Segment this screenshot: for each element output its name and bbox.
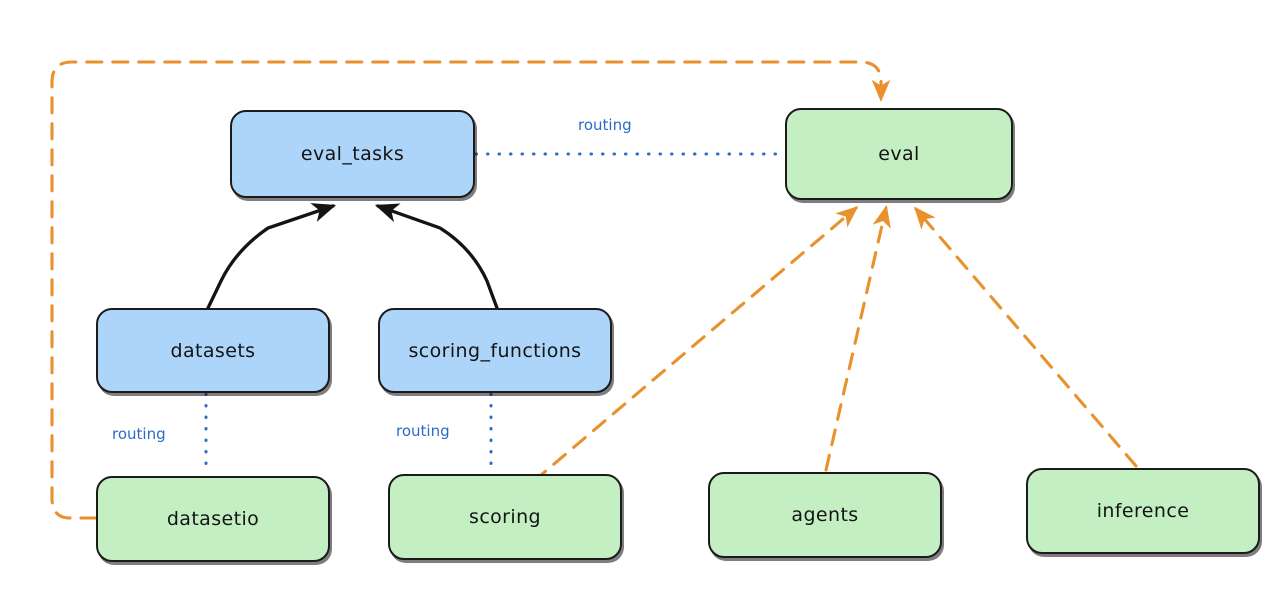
- edge-scoring_functions-eval_tasks: [374, 203, 499, 310]
- edge-label-routing-top: routing: [578, 116, 632, 134]
- node-label-scoring-functions: scoring_functions: [408, 339, 582, 362]
- edge-label-routing-middle: routing: [396, 422, 450, 440]
- edge-inference-eval: [913, 206, 1138, 468]
- node-scoring-functions[interactable]: scoring_functions: [378, 308, 612, 393]
- node-eval-tasks[interactable]: eval_tasks: [230, 110, 475, 198]
- node-inference[interactable]: inference: [1026, 468, 1260, 554]
- node-datasetio[interactable]: datasetio: [96, 476, 330, 562]
- node-label-eval-tasks: eval_tasks: [300, 143, 405, 165]
- node-label-datasets: datasets: [170, 339, 256, 362]
- node-scoring[interactable]: scoring: [388, 474, 622, 560]
- node-label-agents: agents: [791, 504, 859, 526]
- node-agents[interactable]: agents: [708, 472, 942, 558]
- node-label-eval: eval: [878, 143, 920, 165]
- edge-agents-eval: [824, 204, 891, 472]
- edge-label-routing-left: routing: [112, 425, 166, 443]
- node-datasets[interactable]: datasets: [96, 308, 330, 393]
- node-eval[interactable]: eval: [785, 108, 1013, 200]
- edge-datasets-eval_tasks: [206, 203, 337, 310]
- node-label-datasetio: datasetio: [166, 508, 260, 530]
- node-label-inference: inference: [1096, 500, 1190, 522]
- node-label-scoring: scoring: [469, 506, 541, 528]
